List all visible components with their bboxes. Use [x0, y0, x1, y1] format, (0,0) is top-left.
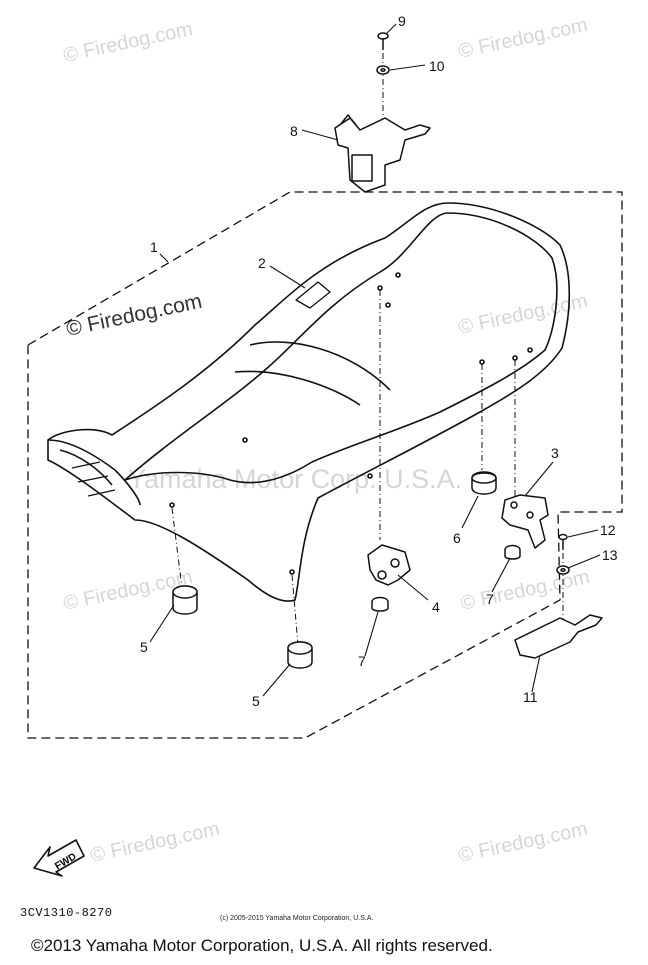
watermark-yamaha: Yamaha Motor Corp. U.S.A. [128, 464, 462, 494]
callout-1: 1 [150, 239, 158, 255]
damper-5-left [172, 585, 198, 615]
damper-5-right [287, 641, 313, 669]
watermark-firedog-bottom-left: © Firedog.com [88, 818, 221, 867]
callout-9: 9 [398, 13, 406, 29]
callout-7-left: 7 [358, 653, 366, 669]
callout-10: 10 [429, 58, 445, 74]
bolt-12 [558, 533, 568, 550]
bracket-11 [514, 614, 603, 659]
callout-2: 2 [258, 255, 266, 271]
callout-13: 13 [602, 547, 618, 563]
watermark-firedog-top-right: © Firedog.com [456, 14, 589, 63]
grommet-7-right [504, 544, 521, 560]
watermark-firedog-center: © Firedog.com [64, 290, 204, 341]
seat-body [47, 202, 571, 602]
alignment-lines [171, 40, 564, 646]
callout-5-right: 5 [252, 693, 260, 709]
callout-8: 8 [290, 123, 298, 139]
lock-bracket [334, 114, 431, 193]
leader-lines [149, 23, 601, 697]
bolt-9 [377, 32, 389, 50]
damper-6 [471, 471, 497, 495]
washer-10 [376, 65, 390, 75]
callout-12: 12 [600, 522, 616, 538]
callout-4: 4 [432, 599, 440, 615]
grommet-7-left [371, 596, 389, 612]
watermark-firedog-bottom-right: © Firedog.com [456, 818, 589, 867]
callout-11: 11 [523, 689, 538, 705]
watermark-firedog-top-left: © Firedog.com [61, 18, 194, 67]
hook-3 [501, 494, 549, 549]
small-copyright: (c) 2005-2015 Yamaha Motor Corporation, … [220, 915, 374, 922]
callout-3: 3 [551, 445, 559, 461]
washer-13 [556, 565, 570, 575]
diagram-code: 3CV1310-8270 [20, 906, 113, 920]
callout-6: 6 [453, 530, 461, 546]
hook-4 [367, 544, 411, 586]
callout-7-right: 7 [486, 591, 494, 607]
assembly-boundary [27, 191, 623, 739]
watermark-firedog-mid-right: © Firedog.com [458, 566, 591, 615]
callout-5-left: 5 [140, 639, 148, 655]
copyright-notice: ©2013 Yamaha Motor Corporation, U.S.A. A… [31, 936, 493, 955]
fwd-arrow-icon: FWD [33, 839, 85, 877]
